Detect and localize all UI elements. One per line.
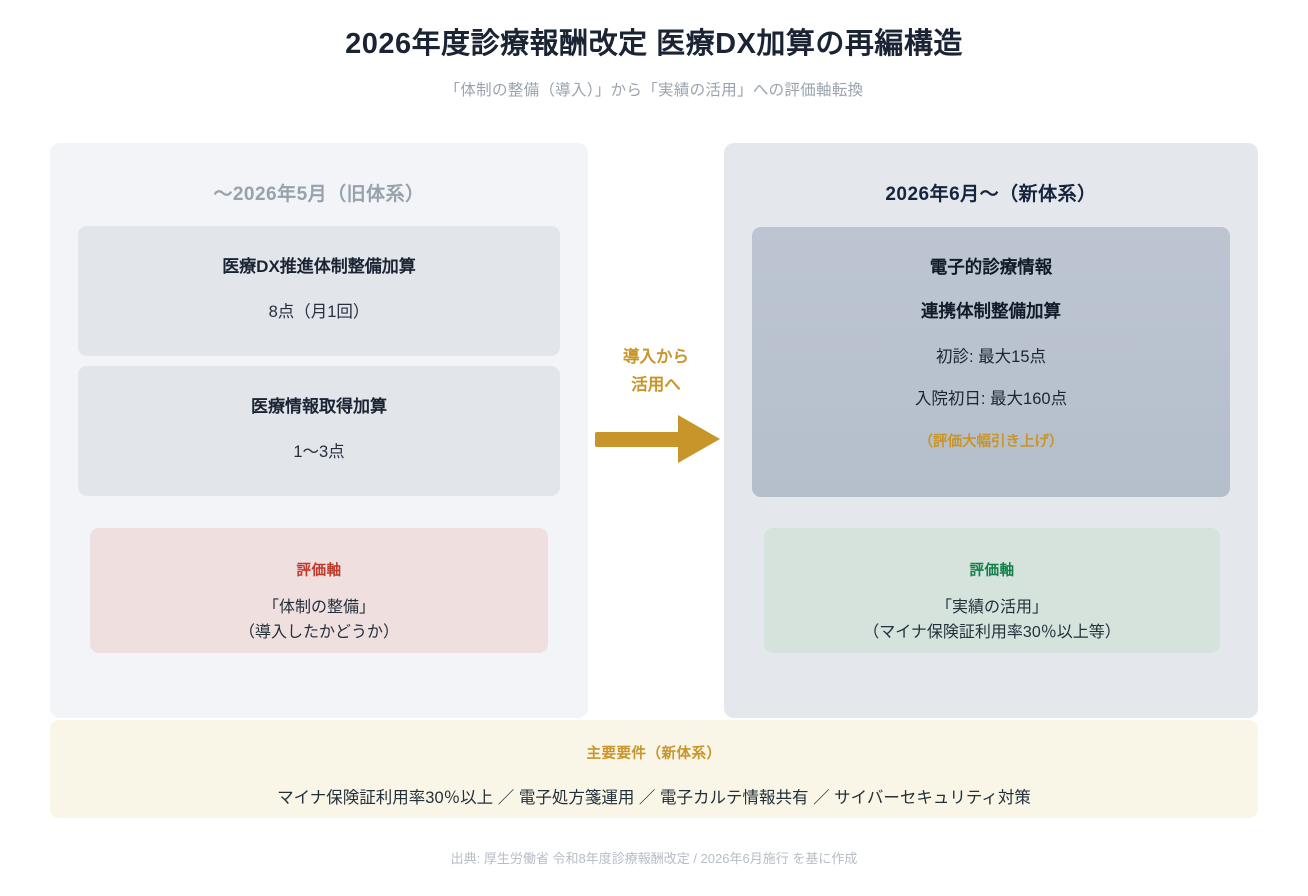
card-old-2-title: 医療情報取得加算 [251, 397, 387, 416]
arrow-head [678, 415, 720, 463]
card-new-point-admission: 入院初日: 最大160点 [914, 390, 1068, 409]
transition-caption: 導入から 活用へ [588, 343, 724, 399]
page-header: 2026年度診療報酬改定 医療DX加算の再編構造 「体制の整備（導入）」から「実… [0, 0, 1308, 100]
card-old-dx-promotion: 医療DX推進体制整備加算 8点（月1回） [78, 226, 560, 356]
evaluation-axis-old-text: 「体制の整備」 （導入したかどうか） [90, 580, 548, 646]
evaluation-axis-old-label: 評価軸 [296, 563, 342, 579]
evaluation-axis-old-line1: 「体制の整備」 [262, 599, 375, 616]
evaluation-axis-new: 評価軸 「実績の活用」 （マイナ保険証利用率30％以上等） [764, 528, 1220, 653]
evaluation-axis-old-line2: （導入したかどうか） [238, 623, 399, 641]
requirements-title: 主要要件（新体系） [586, 746, 722, 762]
card-new-title-line2: 連携体制整備加算 [921, 300, 1061, 321]
footer-source: 出典: 厚生労働省 令和8年度診療報酬改定 / 2026年6月施行 を基に作成 [450, 851, 858, 866]
page-title: 2026年度診療報酬改定 医療DX加算の再編構造 [345, 28, 963, 60]
panel-new-header: 2026年6月〜（新体系） [885, 184, 1097, 205]
evaluation-axis-new-label: 評価軸 [969, 563, 1015, 579]
transition-caption-line1: 導入から [623, 348, 689, 366]
panel-new-system: 2026年6月〜（新体系） 電子的診療情報 連携体制整備加算 初診: 最大15点… [724, 143, 1258, 718]
evaluation-axis-new-line1: 「実績の活用」 [935, 599, 1048, 616]
card-old-1-title: 医療DX推進体制整備加算 [222, 257, 416, 276]
card-old-info-acquisition: 医療情報取得加算 1〜3点 [78, 366, 560, 496]
card-old-2-points: 1〜3点 [293, 442, 345, 461]
card-new-electronic-info-linkage: 電子的診療情報 連携体制整備加算 初診: 最大15点 入院初日: 最大160点 … [752, 227, 1230, 497]
evaluation-axis-new-line2: （マイナ保険証利用率30％以上等） [863, 623, 1121, 641]
card-new-title: 電子的診療情報 連携体制整備加算 [752, 227, 1230, 320]
panel-old-header: 〜2026年5月（旧体系） [213, 184, 425, 205]
evaluation-axis-new-text: 「実績の活用」 （マイナ保険証利用率30％以上等） [764, 580, 1220, 646]
arrow-right-icon [595, 415, 721, 463]
evaluation-axis-old: 評価軸 「体制の整備」 （導入したかどうか） [90, 528, 548, 653]
card-new-title-line1: 電子的診療情報 [929, 257, 1053, 277]
transition-zone: 導入から 活用へ [588, 143, 724, 718]
arrow-shaft [595, 432, 683, 447]
panel-old-system: 〜2026年5月（旧体系） 医療DX推進体制整備加算 8点（月1回） 医療情報取… [50, 143, 588, 718]
requirements-bar: 主要要件（新体系） マイナ保険証利用率30％以上 ／ 電子処方箋運用 ／ 電子カ… [50, 720, 1258, 818]
page-subtitle: 「体制の整備（導入）」から「実績の活用」への評価軸転換 [444, 81, 864, 99]
card-new-note: （評価大幅引き上げ） [918, 433, 1064, 450]
transition-caption-line2: 活用へ [631, 376, 681, 395]
diagram-area: 〜2026年5月（旧体系） 医療DX推進体制整備加算 8点（月1回） 医療情報取… [50, 143, 1258, 718]
card-old-1-points: 8点（月1回） [268, 302, 370, 321]
card-new-point-first-visit: 初診: 最大15点 [935, 348, 1047, 366]
requirements-list: マイナ保険証利用率30％以上 ／ 電子処方箋運用 ／ 電子カルテ情報共有 ／ サ… [277, 789, 1031, 807]
